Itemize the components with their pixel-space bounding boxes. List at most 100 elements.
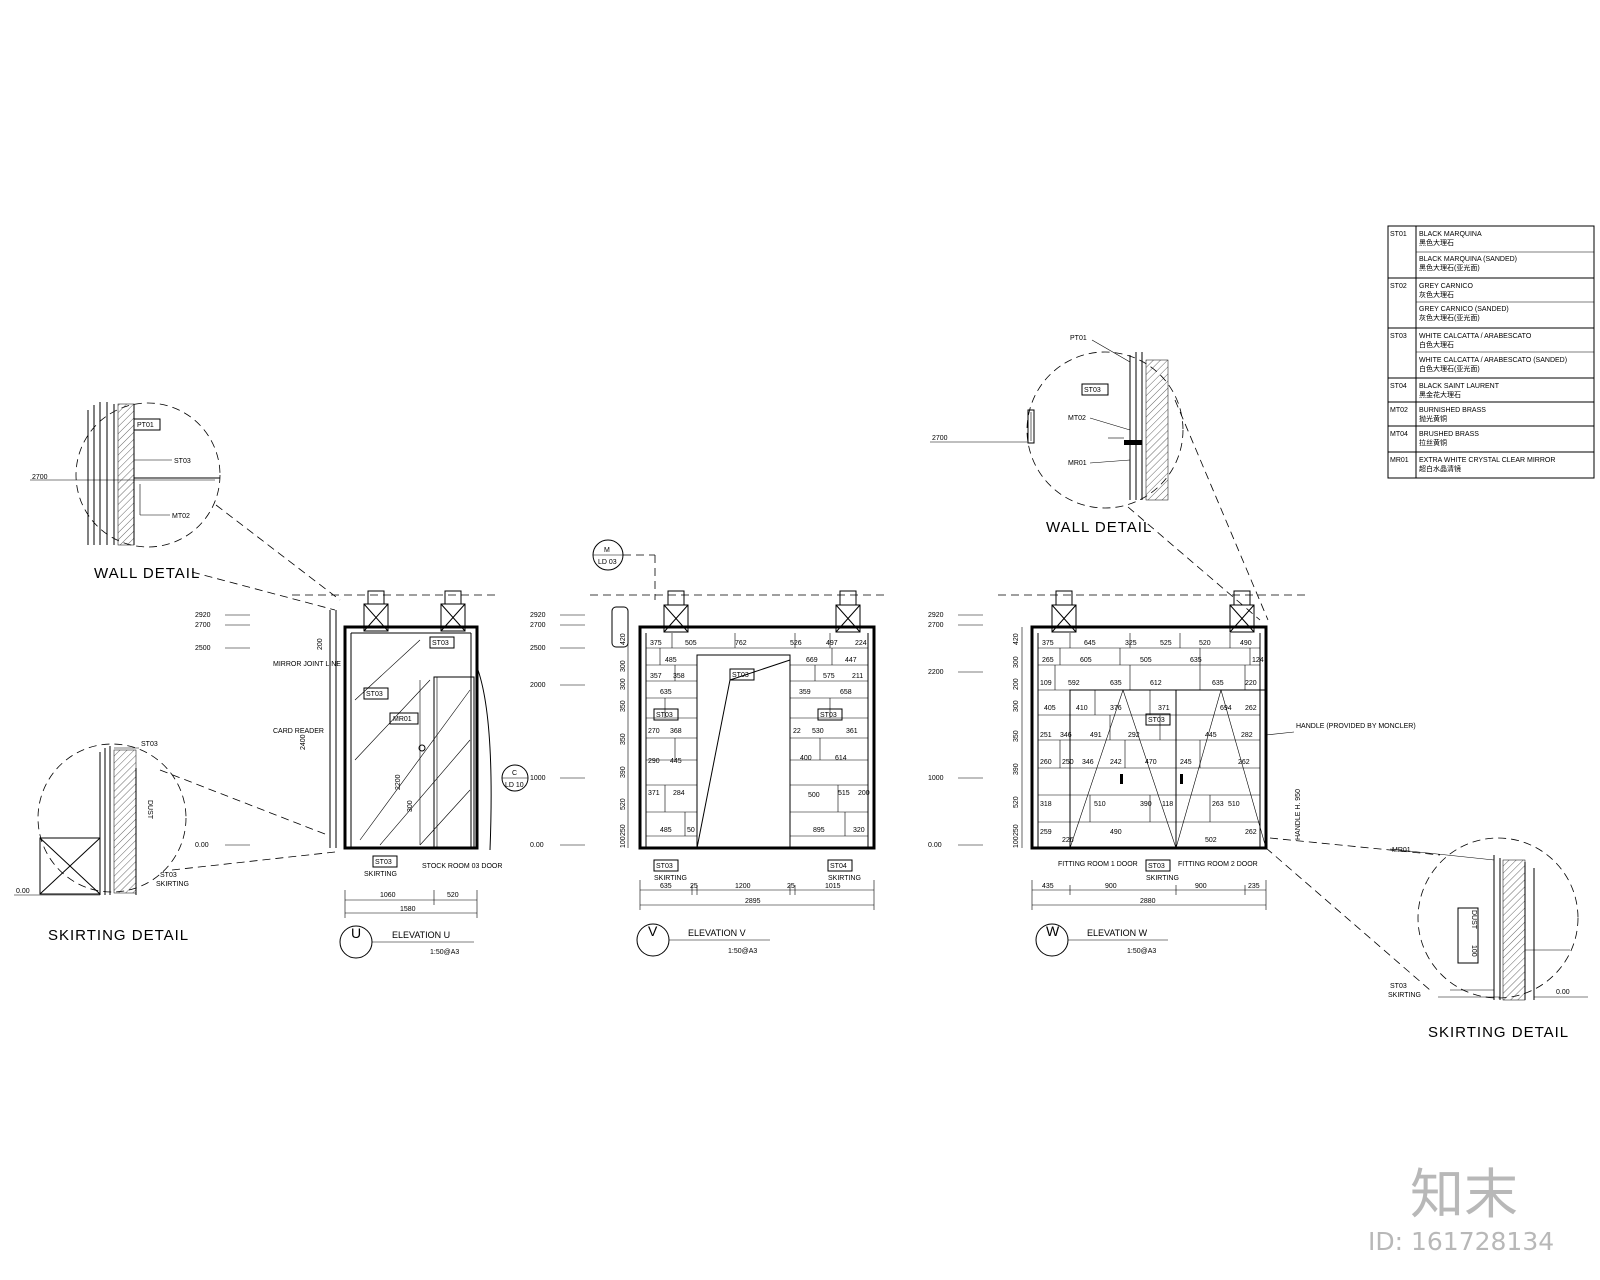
skirting-detail-title: SKIRTING DETAIL — [1428, 1024, 1569, 1041]
legend-cn: 灰色大理石(亚光面) — [1419, 313, 1480, 322]
dim-v: 390 — [620, 766, 627, 778]
val: 490 — [1110, 829, 1122, 836]
level-2500: 2500 — [530, 645, 546, 652]
level-2920: 2920 — [195, 612, 211, 619]
dim-handle: HANDLE H. 950 — [1295, 789, 1302, 840]
legend-code-mr01: MR01 — [1390, 457, 1409, 464]
val: 515 — [838, 790, 850, 797]
tag-st03: ST03 — [656, 863, 673, 870]
val: 635 — [1190, 657, 1202, 664]
section-ref: LD 10 — [505, 782, 524, 789]
dim-v: 300 — [620, 660, 627, 672]
legend-code-st02: ST02 — [1390, 283, 1407, 290]
val: 645 — [1084, 640, 1096, 647]
val: 346 — [1060, 732, 1072, 739]
tag-mt02: MT02 — [1068, 415, 1086, 422]
dim-v: 520 — [620, 798, 627, 810]
val: 400 — [800, 755, 812, 762]
watermark-logo: 知末 — [1410, 1163, 1518, 1226]
val: 762 — [735, 640, 747, 647]
val: 265 — [1042, 657, 1054, 664]
legend-cn: 白色大理石(亚光面) — [1419, 364, 1480, 373]
val: 669 — [806, 657, 818, 664]
val: 292 — [1128, 732, 1140, 739]
dim-v: 390 — [1013, 763, 1020, 775]
tag-st03: ST03 — [174, 458, 191, 465]
tag-st04: ST04 — [830, 863, 847, 870]
tag-skirting: SKIRTING — [156, 881, 189, 888]
legend-desc: BRUSHED BRASS — [1419, 431, 1479, 438]
legend-cn: 灰色大理石 — [1419, 290, 1454, 299]
dim-200: 200 — [317, 638, 324, 650]
tag-mr01: MR01 — [1068, 460, 1087, 467]
val: 490 — [1240, 640, 1252, 647]
dim-h: 235 — [1248, 883, 1260, 890]
val: 118 — [1162, 801, 1173, 808]
val: 224 — [855, 640, 867, 647]
elevation-v: M LD 03 — [530, 539, 885, 957]
legend-cn: 白色大理石 — [1419, 340, 1454, 349]
val: 614 — [835, 755, 847, 762]
val: 250 — [1062, 759, 1074, 766]
val: 211 — [852, 673, 863, 680]
val: 445 — [670, 758, 682, 765]
dim-h: 25 — [787, 883, 795, 890]
legend-code-st04: ST04 — [1390, 383, 1407, 390]
val: 358 — [673, 673, 685, 680]
tag-st03: ST03 — [1084, 387, 1101, 394]
dim-v: 350 — [620, 733, 627, 745]
legend-desc: GREY CARNICO (SANDED) — [1419, 306, 1509, 313]
val: 500 — [808, 792, 820, 799]
val: 371 — [648, 790, 660, 797]
val: 375 — [650, 640, 662, 647]
level-2700: 2700 — [195, 622, 211, 629]
level-0: 0.00 — [928, 842, 942, 849]
val: 375 — [1042, 640, 1054, 647]
val: 259 — [1040, 829, 1052, 836]
dim-v: 420 — [620, 633, 627, 645]
tag-st03: ST03 — [732, 672, 749, 679]
val: 200 — [858, 790, 870, 797]
val: 282 — [1241, 732, 1253, 739]
elevation-title: ELEVATION U — [392, 930, 450, 940]
val: 525 — [1160, 640, 1172, 647]
level-0: 0.00 — [195, 842, 209, 849]
level-2700: 2700 — [32, 474, 48, 481]
dim-h: 900 — [1105, 883, 1117, 890]
val: 290 — [648, 758, 660, 765]
dim-v: 520 — [1013, 796, 1020, 808]
tag-st03: ST03 — [1390, 983, 1407, 990]
wall-detail-left: PT01 ST03 MT02 2700 WALL DETAIL — [30, 402, 341, 611]
wall-detail-title: WALL DETAIL — [94, 565, 200, 582]
note-card-reader: CARD READER — [273, 728, 324, 735]
dim-v: 300 — [1013, 656, 1020, 668]
skirting-detail-title: SKIRTING DETAIL — [48, 927, 189, 944]
tag-skirting: SKIRTING — [1388, 992, 1421, 999]
legend-desc: GREY CARNICO — [1419, 283, 1473, 290]
val: 491 — [1090, 732, 1102, 739]
val: 410 — [1076, 705, 1088, 712]
dim-h: 25 — [690, 883, 698, 890]
val: 245 — [1180, 759, 1192, 766]
legend-cn: 抛光黄铜 — [1419, 414, 1447, 423]
tag-st03: ST03 — [366, 691, 383, 698]
level-2700: 2700 — [928, 622, 944, 629]
val: 447 — [845, 657, 857, 664]
dim-100: 100 — [1470, 945, 1477, 957]
dim-h: 1200 — [735, 883, 751, 890]
level-0: 0.00 — [16, 888, 30, 895]
val: 242 — [1110, 759, 1122, 766]
val: 320 — [853, 827, 865, 834]
level-2200: 2200 — [928, 669, 944, 676]
dim-2400: 2400 — [300, 734, 307, 750]
dim-v: 200 — [1013, 678, 1020, 690]
tag-st03: ST03 — [656, 712, 673, 719]
level-2700: 2700 — [932, 435, 948, 442]
tag-st03: ST03 — [820, 712, 837, 719]
val: 262 — [1238, 759, 1250, 766]
dim-v: 420 — [1013, 633, 1020, 645]
val: 502 — [1205, 837, 1217, 844]
val: 505 — [1140, 657, 1152, 664]
val: 526 — [790, 640, 802, 647]
